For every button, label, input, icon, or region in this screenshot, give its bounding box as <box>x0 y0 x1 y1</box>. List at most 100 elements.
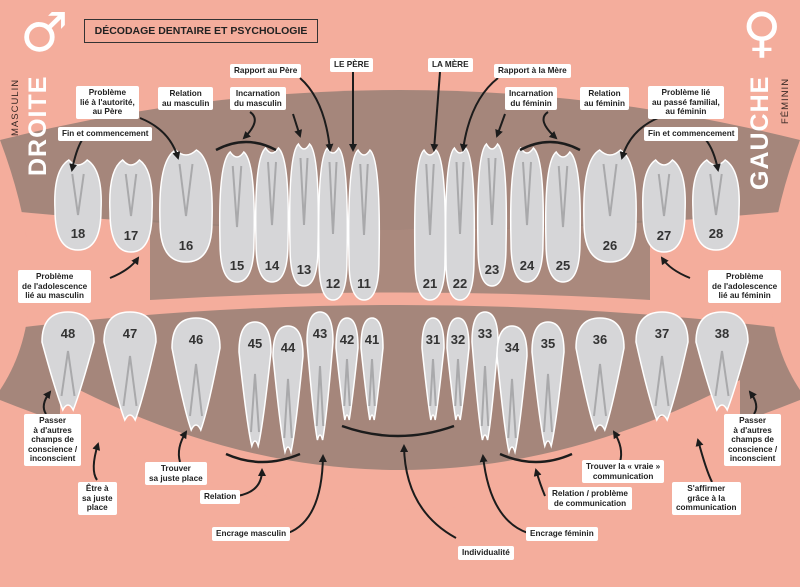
label-individualite: Individualité <box>458 546 514 560</box>
tooth-41-pulp <box>368 358 376 407</box>
tooth-38-pulp <box>714 350 730 397</box>
tooth-33: 33 <box>471 311 499 441</box>
tooth-47-pulp <box>122 355 138 407</box>
label-la-mere: LA MÈRE <box>428 58 473 72</box>
tooth-number-15: 15 <box>230 258 244 273</box>
label-relation-probleme: Relation / problème de communication <box>548 487 632 510</box>
tooth-48: 48 <box>41 311 95 412</box>
tooth-number-37: 37 <box>655 326 669 341</box>
tooth-44: 44 <box>272 325 304 455</box>
label-incarnation-feminin: Incarnation du féminin <box>505 87 558 110</box>
tooth-number-13: 13 <box>297 262 311 277</box>
arrows <box>42 71 758 539</box>
tooth-48-shape <box>41 311 95 412</box>
tooth-number-18: 18 <box>71 226 85 241</box>
tooth-43-pulp <box>315 365 325 427</box>
label-relation-feminin: Relation au féminin <box>580 87 629 110</box>
tooth-32: 32 <box>446 317 470 421</box>
tooth-37-pulp <box>654 355 670 407</box>
tooth-48-pulp <box>60 350 76 397</box>
tooth-21-pulp <box>425 163 435 236</box>
label-fin-commencement-left: Fin et commencement <box>58 127 153 141</box>
tooth-number-42: 42 <box>340 332 354 347</box>
tooth-31: 31 <box>421 317 445 421</box>
label-rapport-pere: Rapport au Père <box>230 64 302 78</box>
female-symbol-icon: ♀ <box>742 1 782 64</box>
bracket-upper-right <box>519 140 581 152</box>
tooth-11: 11 <box>347 148 381 301</box>
label-fin-commencement-right: Fin et commencement <box>644 127 739 141</box>
label-probleme-familial: Problème lié au passé familial, au fémin… <box>648 86 724 119</box>
tooth-17-shape <box>109 158 153 253</box>
tooth-42-pulp <box>343 358 351 407</box>
label-rapport-mere: Rapport à la Mère <box>494 64 571 78</box>
tooth-27-shape <box>642 158 686 253</box>
bracket-upper-left <box>215 140 277 152</box>
tooth-34: 34 <box>496 325 528 455</box>
tooth-16-pulp <box>178 163 194 217</box>
tooth-27-pulp <box>657 173 671 217</box>
side-label-left: GAUCHE <box>746 75 774 190</box>
label-adolescence-feminin: Problème de l'adolescence lié au féminin <box>708 270 782 303</box>
tooth-13: 13 <box>288 142 320 287</box>
tooth-47-shape <box>103 311 157 422</box>
tooth-number-34: 34 <box>505 340 520 355</box>
tooth-number-25: 25 <box>556 258 570 273</box>
tooth-number-36: 36 <box>593 332 607 347</box>
tooth-35: 35 <box>531 321 565 449</box>
tooth-12-pulp <box>328 161 338 235</box>
tooth-38-shape <box>695 311 749 412</box>
label-le-pere: LE PÈRE <box>330 58 374 72</box>
tooth-43: 43 <box>306 311 334 441</box>
side-sublabel-feminin: FÉMININ <box>780 77 791 124</box>
tooth-24-pulp <box>522 161 532 226</box>
tooth-42: 42 <box>335 317 359 421</box>
bracket-lower-left <box>225 452 301 464</box>
tooth-number-26: 26 <box>603 238 617 253</box>
bracket-lower-center <box>341 424 455 438</box>
tooth-36-shape <box>575 317 625 432</box>
tooth-31-pulp <box>429 358 437 407</box>
tooth-13-pulp <box>299 157 309 226</box>
label-encrage-feminin: Encrage féminin <box>526 527 598 541</box>
tooth-number-12: 12 <box>326 276 340 291</box>
tooth-18-shape <box>54 159 102 251</box>
tooth-46-pulp <box>189 363 203 417</box>
tooth-32-pulp <box>454 358 462 407</box>
label-relation: Relation <box>200 490 241 504</box>
tooth-18: 18 <box>54 159 102 251</box>
tooth-34-pulp <box>507 378 517 439</box>
side-sublabel-masculin: MASCULIN <box>10 78 21 136</box>
tooth-37: 37 <box>635 311 689 422</box>
tooth-number-24: 24 <box>520 258 535 273</box>
tooth-number-43: 43 <box>313 326 327 341</box>
bracket-lower-right <box>499 452 573 464</box>
tooth-18-pulp <box>71 173 85 216</box>
tooth-number-47: 47 <box>123 326 137 341</box>
tooth-28-pulp <box>709 173 723 216</box>
tooth-36: 36 <box>575 317 625 432</box>
tooth-number-23: 23 <box>485 262 499 277</box>
tooth-28-shape <box>692 159 740 251</box>
tooth-number-27: 27 <box>657 228 671 243</box>
tooth-number-44: 44 <box>281 340 296 355</box>
tooth-14-pulp <box>267 161 277 226</box>
tooth-number-33: 33 <box>478 326 492 341</box>
group-brackets <box>215 140 581 464</box>
tooth-number-46: 46 <box>189 332 203 347</box>
tooth-26: 26 <box>583 149 637 263</box>
label-passer-left: Passer à d'autres champs de conscience /… <box>24 414 82 466</box>
tooth-number-35: 35 <box>541 336 555 351</box>
tooth-number-41: 41 <box>365 332 379 347</box>
tooth-24: 24 <box>509 146 545 283</box>
tooth-number-21: 21 <box>423 276 437 291</box>
tooth-number-38: 38 <box>715 326 729 341</box>
tooth-45: 45 <box>238 321 272 449</box>
tooth-36-pulp <box>593 363 607 417</box>
label-trouver-vraie-communication: Trouver la « vraie » communication <box>582 460 665 483</box>
label-etre-juste-place: Être à sa juste place <box>78 482 117 515</box>
tooth-12: 12 <box>317 146 349 301</box>
